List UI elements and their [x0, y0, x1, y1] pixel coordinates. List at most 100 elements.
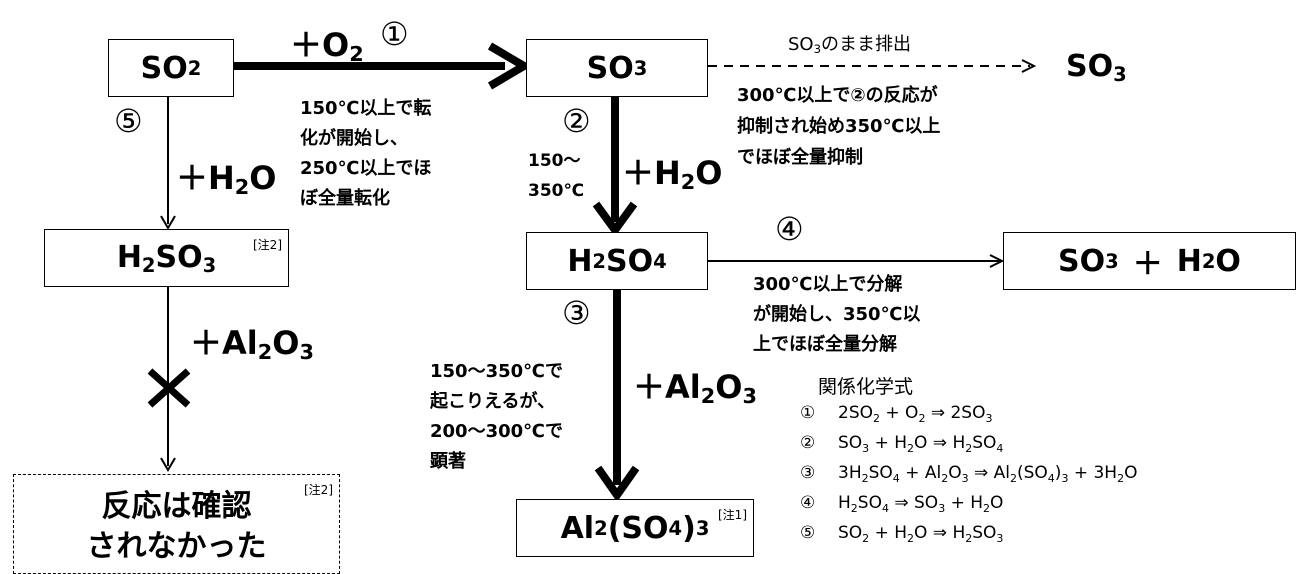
r3-condition: 150～350℃で 起こりえるが、 200～300℃で 顕著: [430, 357, 563, 477]
equation-subscript: 2: [1009, 472, 1017, 485]
r4-number: ④: [775, 210, 804, 248]
equation-text: O ⇒ H: [914, 523, 966, 543]
equation-subscript: 3: [862, 442, 870, 455]
equation-subscript: 4: [881, 502, 889, 515]
cross-icon: [147, 368, 191, 408]
equation-number: ④: [800, 493, 816, 513]
r2-reagent-sub: 2: [680, 170, 696, 195]
r1-reagent: ＋O2: [290, 20, 364, 66]
equation-subscript: 2: [941, 472, 949, 485]
equation-subscript: 2: [862, 532, 870, 545]
no-reaction-line2: されなかった: [86, 529, 267, 564]
equation-text: 3H: [838, 463, 862, 483]
r5b-reagent-sub1: 2: [257, 340, 273, 365]
no-reaction-note: [注2]: [304, 483, 333, 497]
r3-reagent-sub1: 2: [700, 384, 716, 409]
r4-cond-line1: 300℃以上で分解: [753, 274, 903, 295]
r5b-reagent-sub2: 3: [299, 340, 314, 365]
emit-label: SO3のまま排出: [788, 30, 911, 56]
equation-text: O: [1124, 463, 1138, 483]
r2-temp-line1: 150～: [528, 151, 581, 171]
no-reaction-line1: 反応は確認: [101, 489, 252, 524]
node-so3-out-text: SO: [1066, 49, 1114, 84]
r3-cond-line3: 200～300℃で: [430, 421, 563, 442]
r1-cond-line4: ぼ全量転化: [300, 188, 390, 209]
r3-number: ③: [562, 294, 591, 332]
equation-text: SO: [857, 493, 882, 513]
r2-inhibit-line2: 抑制され始め350℃以上: [737, 116, 941, 137]
equation-subscript: 2: [873, 412, 880, 425]
node-so3-out: SO3: [1066, 49, 1127, 86]
r3-reagent-mid: O: [715, 368, 743, 406]
h2so4-sub1: 2: [592, 249, 606, 273]
r1-condition: 150℃以上で転 化が開始し、 250℃以上でほ ぼ全量転化: [300, 94, 431, 214]
r2-temperature: 150～ 350℃: [528, 146, 584, 206]
equation-text: O: [990, 493, 1004, 513]
node-so2-text: SO: [140, 50, 188, 86]
equation-number: ②: [800, 433, 816, 453]
al2so43-sub3: 3: [695, 516, 710, 540]
r2-inhibit: 300℃以上で②の反応が 抑制され始め350℃以上 でほぼ全量抑制: [737, 80, 940, 173]
r5b-reagent-text: ＋Al: [190, 324, 258, 362]
equations-title: 関係化学式: [818, 376, 914, 398]
r5-reagent: ＋H2O: [176, 153, 276, 199]
r1-cond-line1: 150℃以上で転: [300, 98, 432, 119]
node-so3-sub: 3: [633, 56, 648, 80]
al2so43-part-a: Al: [560, 510, 595, 546]
r3-cond-line2: 起こりえるが、: [430, 391, 556, 412]
al2so43-sub2: 4: [668, 516, 683, 540]
equation-text: + 3H: [1068, 463, 1118, 483]
r1-cond-line3: 250℃以上でほ: [300, 158, 432, 179]
emit-label-post: のまま排出: [821, 34, 912, 55]
r2-number: ②: [562, 102, 591, 140]
equation-subscript: 2: [907, 532, 915, 545]
arrow-so2-to-h2so3: [160, 96, 176, 230]
r3-cond-line4: 顕著: [430, 451, 466, 472]
r2-reagent-post: O: [695, 154, 723, 192]
so3h2o-part-a: SO: [1058, 243, 1106, 279]
r2-inhibit-line1: 300℃以上で②の反応が: [737, 85, 938, 106]
al2so43-sub1: 2: [594, 516, 608, 540]
h2so3-sub1: 2: [141, 253, 156, 277]
equation-text: + H: [945, 493, 984, 513]
equation-text: H: [838, 493, 851, 513]
r1-reagent-sub: 2: [349, 42, 364, 67]
r2-inhibit-line3: でほぼ全量抑制: [737, 147, 863, 168]
r2-reagent-text: ＋H: [622, 154, 681, 192]
equation-text: SO: [838, 433, 863, 453]
emit-label-sub: 3: [813, 41, 822, 56]
r5-reagent-post: O: [249, 159, 277, 197]
emit-label-text: SO: [788, 34, 814, 55]
equation-subscript: 2: [850, 502, 858, 515]
so3h2o-sub1: 3: [1105, 249, 1119, 273]
equation-subscript: 2: [1117, 472, 1125, 485]
node-h2so3: H2SO3 [注2]: [44, 229, 289, 287]
equation-number: ⑤: [800, 523, 816, 543]
h2so4-part-b: SO: [606, 243, 654, 279]
so3h2o-plus: ＋: [1132, 247, 1163, 282]
r2-temp-line2: 350℃: [528, 181, 585, 201]
equation-text: + Al: [899, 463, 942, 483]
equation-text: O: [948, 463, 962, 483]
equation-subscript: 3: [1061, 472, 1069, 485]
r5b-reagent: ＋Al2O3: [190, 318, 314, 364]
so3h2o-part-c: O: [1215, 243, 1241, 279]
equation-text: SO: [972, 523, 997, 543]
equation-subscript: 3: [985, 412, 993, 425]
equation-subscript: 2: [861, 472, 869, 485]
node-so3-text: SO: [586, 50, 634, 86]
equation-text: + H: [869, 523, 908, 543]
r5b-reagent-mid: O: [272, 324, 300, 362]
